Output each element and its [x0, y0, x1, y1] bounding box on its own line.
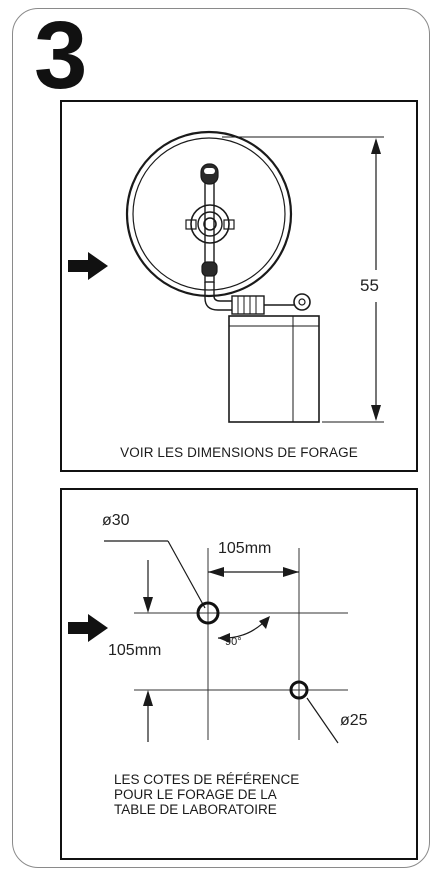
dim-arrow-bottom [371, 405, 381, 421]
arrow-right-icon [68, 614, 108, 642]
drilling-template-panel: ø30 105mm 105mm 90° ø25 LES COTES DE RÉF… [60, 488, 418, 860]
leader-large [167, 540, 206, 609]
vertical-spacing-label: 105mm [108, 642, 162, 659]
mirror-ring [125, 130, 293, 298]
valve-nut [197, 211, 223, 237]
fixture-drawing [125, 130, 384, 423]
caption-line: LES COTES DE RÉFÉRENCE [114, 772, 300, 787]
bottom-panel-caption: LES COTES DE RÉFÉRENCE POUR LE FORAGE DE… [114, 772, 299, 817]
valve-side-left [185, 219, 197, 230]
side-knob [293, 293, 311, 311]
vspacing-arrow-top [143, 597, 153, 613]
hole-small-label: ø25 [340, 712, 368, 729]
elbow-pipe-outer [204, 282, 232, 311]
fixture-height-panel: 55 VOIR LES DIMENSIONS DE FORAGE [60, 100, 418, 472]
dim-arrow-top [371, 138, 381, 154]
valve-body [190, 204, 230, 244]
angle-arrow-left [218, 633, 230, 643]
vspacing-arrow-bottom [143, 690, 153, 706]
hspacing-arrow-left [208, 567, 224, 577]
coupling [231, 295, 265, 315]
lower-collar [201, 261, 218, 277]
height-dimension-label: 55 [360, 276, 379, 295]
base-block [228, 315, 320, 423]
valve-center [203, 217, 217, 231]
angle-label: 90° [225, 636, 242, 648]
valve-side-right [223, 219, 235, 230]
mirror-inner-ring [132, 137, 286, 291]
hole-large-label: ø30 [102, 512, 130, 529]
top-panel-caption: VOIR LES DIMENSIONS DE FORAGE [120, 445, 358, 460]
elbow-pipe-inner [213, 282, 232, 302]
arrow-right-icon [68, 252, 108, 280]
step-number: 3 [34, 2, 87, 109]
top-knob-highlight [204, 168, 215, 174]
caption-line: POUR LE FORAGE DE LA [114, 787, 277, 802]
hspacing-arrow-right [283, 567, 299, 577]
angle-arrow-right [259, 616, 270, 629]
leader-small [306, 697, 339, 744]
caption-line: TABLE DE LABORATOIRE [114, 802, 277, 817]
drilling-drawing [104, 540, 348, 744]
hole-small [289, 680, 309, 700]
horizontal-spacing-label: 105mm [218, 540, 272, 557]
hole-large [196, 601, 220, 625]
